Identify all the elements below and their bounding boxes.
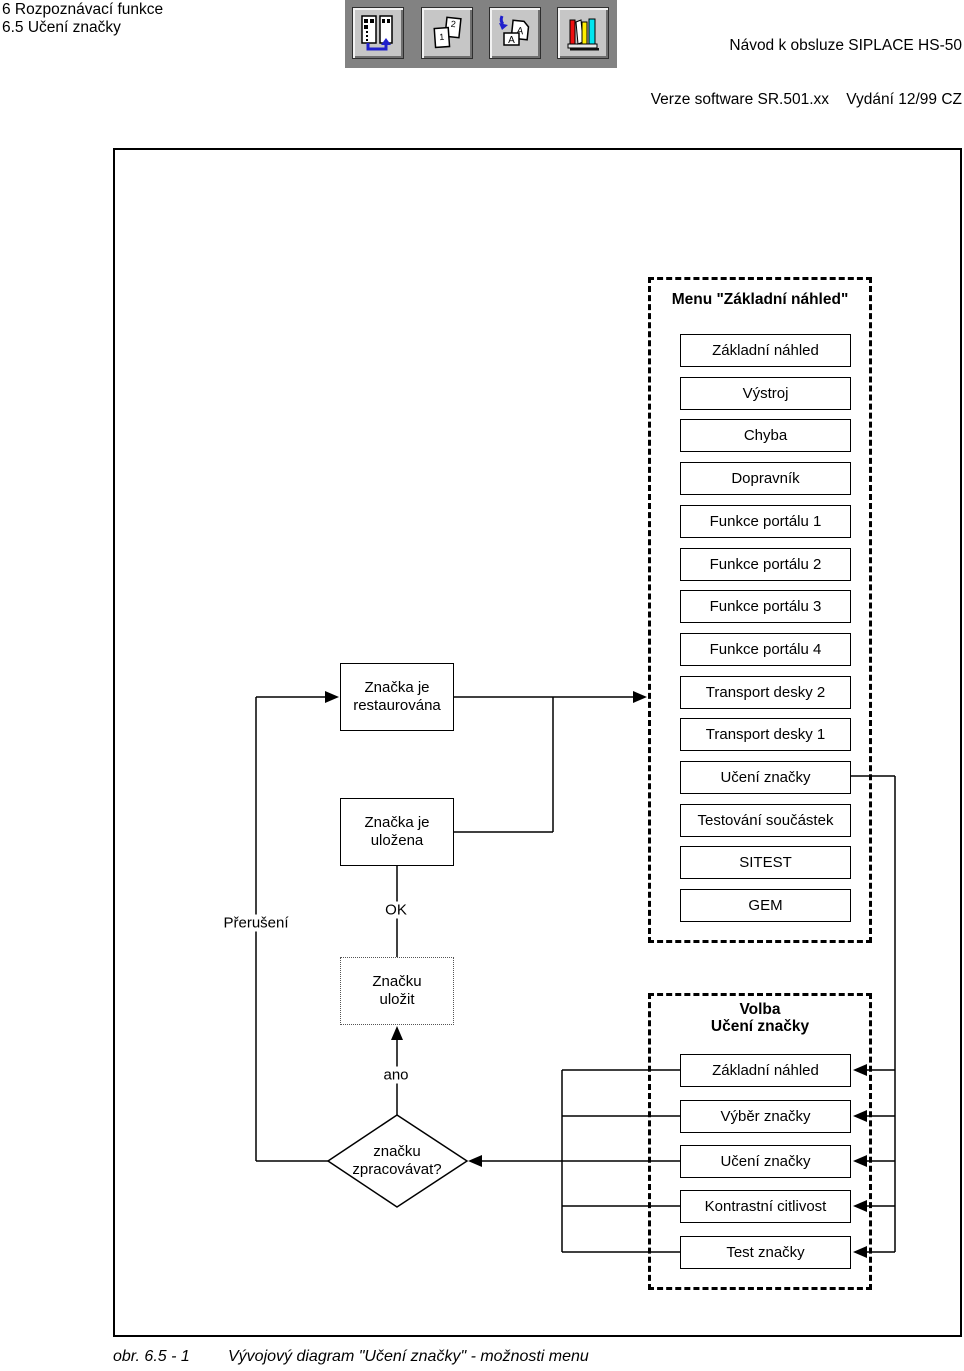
toolbar-panel: 2 1 A A (345, 0, 617, 68)
decision-label: značku zpracovávat? (317, 1143, 477, 1179)
doc-version: Verze software SR.501.xx Vydání 12/99 CZ (650, 91, 962, 108)
mark-save-button: A A (489, 7, 541, 59)
label-preruseni: Přerušení (220, 914, 292, 932)
volba-title-line2: Učení značky (710, 1018, 810, 1035)
menu-item-funkce-portalu-3: Funkce portálu 3 (680, 590, 851, 623)
volba-item-test-znacky: Test značky (680, 1236, 851, 1269)
diagram-frame (113, 148, 962, 1337)
decision-line2: zpracovávat? (352, 1161, 442, 1178)
library-books-icon (567, 18, 599, 51)
doc-title: Návod k obsluze SIPLACE HS-50 (729, 37, 962, 54)
menu-item-uceni-znacky: Učení značky (680, 761, 851, 794)
node-mark-stored: Značka je uložena (340, 798, 454, 866)
station-transfer-icon (361, 15, 393, 51)
menu-group-box (648, 277, 872, 943)
page-1-glyph: 1 (439, 32, 445, 42)
label-ano: ano (380, 1066, 412, 1084)
page-2-glyph: 2 (450, 19, 456, 29)
volba-group-title: Volba Učení značky (648, 1001, 872, 1035)
volba-item-vyber-znacky: Výběr značky (680, 1100, 851, 1133)
label-ok: OK (382, 901, 410, 919)
volba-group-box (648, 993, 872, 1290)
menu-item-chyba: Chyba (680, 419, 851, 452)
menu-item-dopravnik: Dopravník (680, 462, 851, 495)
figure-caption-text: Vývojový diagram "Učení značky" - možnos… (228, 1348, 589, 1365)
volba-title-line1: Volba (739, 1001, 781, 1018)
mark-a-glyph: A (516, 26, 524, 38)
volba-item-uceni-znacky: Učení značky (680, 1145, 851, 1178)
pages-order-button: 2 1 (421, 7, 473, 59)
mark-save-icon: A A (499, 15, 530, 46)
node-mark-stored-line1: Značka je (364, 814, 430, 831)
pages-order-icon: 2 1 (433, 16, 462, 49)
chapter-title: 6 Rozpoznávací funkce (2, 1, 164, 18)
figure-caption: obr. 6.5 - 1 Vývojový diagram "Učení znač… (113, 1348, 589, 1366)
menu-item-transport-desky-1: Transport desky 1 (680, 718, 851, 751)
volba-item-kontrastni-citlivost: Kontrastní citlivost (680, 1190, 851, 1223)
menu-item-transport-desky-2: Transport desky 2 (680, 676, 851, 709)
section-title: 6.5 Učení značky (2, 19, 121, 36)
volba-item-zakladni-nahled: Základní náhled (680, 1054, 851, 1087)
library-button (557, 7, 609, 59)
node-mark-restored: Značka je restaurována (340, 663, 454, 731)
node-mark-restored-line1: Značka je (364, 679, 430, 696)
header-right: Návod k obsluze SIPLACE HS-50 Verze soft… (651, 1, 962, 145)
node-mark-restored-line2: restaurována (353, 697, 441, 714)
menu-item-funkce-portalu-1: Funkce portálu 1 (680, 505, 851, 538)
mark-a-glyph: A (508, 35, 515, 46)
node-save-mark: Značku uložit (340, 957, 454, 1025)
menu-item-testovani-soucastek: Testování součástek (680, 804, 851, 837)
menu-item-funkce-portalu-4: Funkce portálu 4 (680, 633, 851, 666)
menu-group-title: Menu "Základní náhled" (671, 291, 849, 308)
menu-item-gem: GEM (680, 889, 851, 922)
menu-item-funkce-portalu-2: Funkce portálu 2 (680, 548, 851, 581)
figure-number: obr. 6.5 - 1 (113, 1348, 190, 1365)
node-save-mark-line2: uložit (379, 991, 415, 1008)
header-left: 6 Rozpoznávací funkce 6.5 Učení značky (2, 1, 163, 37)
node-mark-stored-line2: uložena (370, 832, 424, 849)
decision-line1: značku (373, 1143, 421, 1160)
station-transfer-button (352, 7, 404, 59)
menu-item-vystroj: Výstroj (680, 377, 851, 410)
menu-item-sitest: SITEST (680, 846, 851, 879)
node-save-mark-line1: Značku (372, 973, 422, 990)
menu-item-zakladni-nahled: Základní náhled (680, 334, 851, 367)
